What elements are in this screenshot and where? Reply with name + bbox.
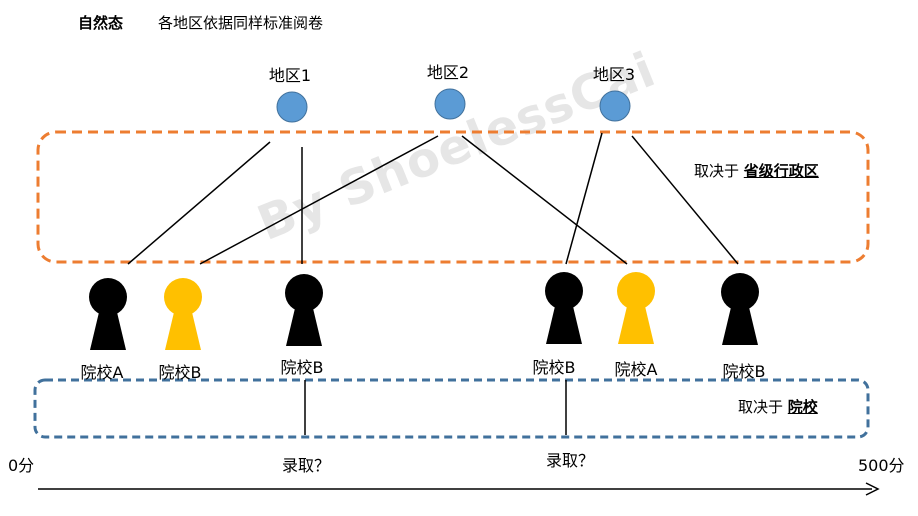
school-label-4: 院校B (532, 358, 576, 377)
school-label-2: 院校B (158, 363, 202, 382)
province-box (36, 130, 870, 264)
school-box-label: 取决于 院校 (738, 396, 818, 417)
connector-line (461, 135, 628, 265)
region-dots (276, 88, 631, 123)
school-label-3: 院校B (280, 358, 324, 377)
school-figure-6 (721, 273, 759, 345)
school-figure-3 (285, 274, 323, 346)
school-label-5: 院校A (614, 360, 658, 379)
school-label-6: 院校B (722, 362, 766, 381)
school-figure-4 (545, 272, 583, 344)
region-dot-3 (599, 90, 631, 122)
province-emphasis: 省级行政区 (743, 162, 819, 180)
school-prefix: 取决于 (738, 398, 788, 416)
connector-line (565, 132, 603, 265)
school-figures (89, 272, 759, 350)
school-label-1: 院校A (80, 363, 124, 382)
score-axis-arrowhead (865, 482, 880, 496)
region-dot-2 (434, 88, 466, 120)
region-dot-1 (276, 91, 308, 123)
admission-question-2: 录取？ (546, 451, 595, 470)
province-box-label: 取决于 省级行政区 (694, 160, 819, 181)
school-figure-2 (164, 278, 202, 350)
connector-line (199, 135, 439, 265)
province-prefix: 取决于 (694, 162, 744, 180)
region-label-3: 地区3 (592, 65, 636, 84)
diagram-title: 自然态 (78, 14, 124, 32)
diagram-subtitle: 各地区依据同样标准阅卷 (158, 14, 324, 32)
school-figure-5 (617, 272, 655, 344)
connector-line (631, 135, 739, 265)
connection-lines (127, 132, 739, 265)
admission-question-1: 录取？ (282, 456, 331, 475)
school-emphasis: 院校 (787, 398, 818, 416)
scale-max-label: 500分 (858, 456, 905, 475)
school-figure-1 (89, 278, 127, 350)
scale-min-label: 0分 (8, 456, 35, 475)
region-label-1: 地区1 (268, 66, 312, 85)
school-box (33, 378, 870, 439)
region-label-2: 地区2 (426, 63, 470, 82)
connector-line (127, 141, 271, 265)
